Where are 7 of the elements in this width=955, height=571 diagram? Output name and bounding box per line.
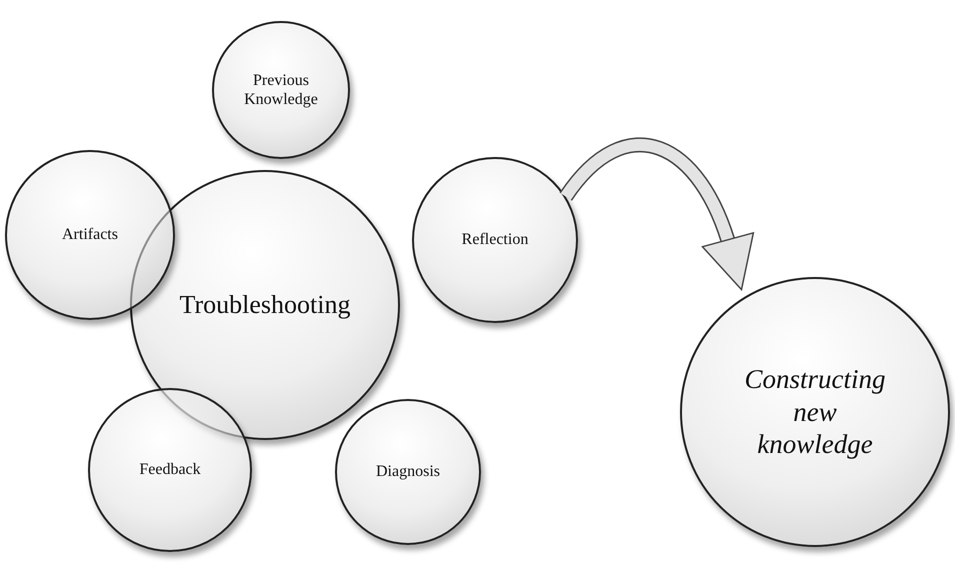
node-label: Feedback bbox=[139, 460, 201, 480]
node-label: Troubleshooting bbox=[180, 289, 350, 321]
node-label: Diagnosis bbox=[376, 462, 440, 482]
node-label: Reflection bbox=[462, 230, 528, 250]
node-label: Constructing new knowledge bbox=[743, 363, 886, 461]
node-label: Artifacts bbox=[62, 225, 118, 245]
node-label: Previous Knowledge bbox=[243, 70, 319, 110]
